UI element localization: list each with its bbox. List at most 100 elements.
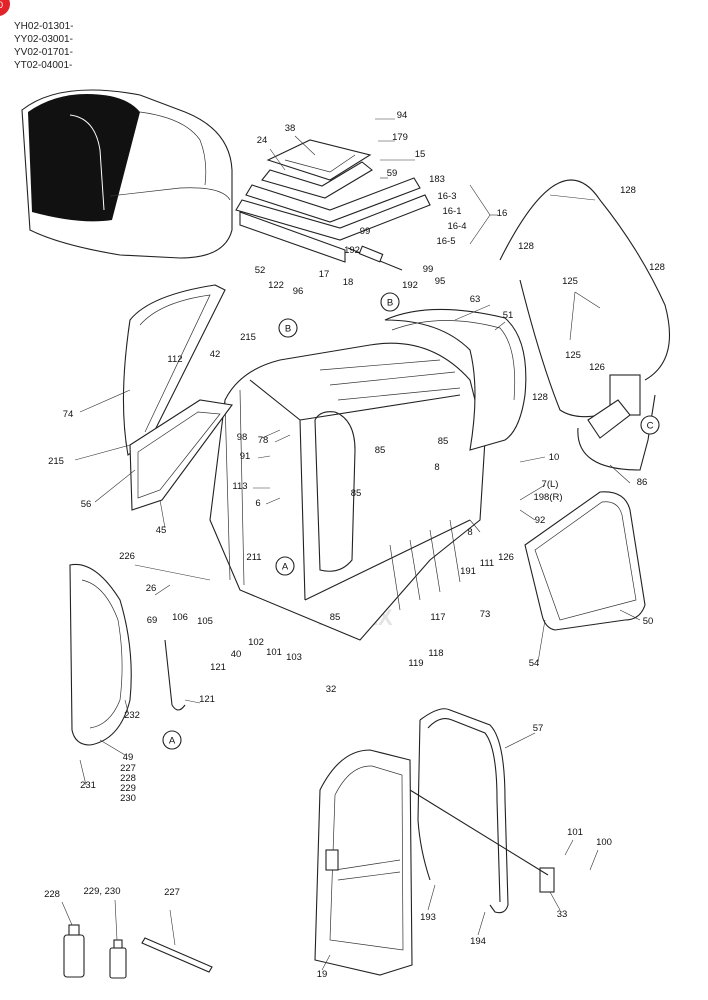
roof-window-assembly bbox=[235, 139, 431, 263]
part-callout-63: 63 bbox=[470, 294, 481, 305]
part-callout-85: 85 bbox=[330, 612, 341, 623]
part-callout-69: 69 bbox=[147, 615, 158, 626]
part-callout-24: 24 bbox=[257, 135, 268, 146]
model-code: YH02-01301- bbox=[14, 21, 73, 32]
part-callout-40: 40 bbox=[231, 649, 242, 660]
leader-lines bbox=[61, 118, 641, 971]
ref-markers bbox=[162, 292, 660, 750]
part-callout-228: 228 bbox=[44, 889, 60, 900]
cab-key-plan-icon bbox=[21, 89, 233, 259]
part-callout-215: 215 bbox=[48, 456, 64, 467]
ref-marker-a: A bbox=[282, 562, 289, 573]
cab-frame bbox=[209, 342, 486, 641]
part-callout-128: 128 bbox=[649, 262, 665, 273]
part-callout-16-3: 16-3 bbox=[437, 191, 456, 202]
part-callout-56: 56 bbox=[81, 499, 92, 510]
part-callout-94: 94 bbox=[397, 110, 408, 121]
part-callout-7-L-: 7(L) bbox=[542, 479, 559, 490]
part-callout-8: 8 bbox=[467, 527, 472, 538]
part-callout-74: 74 bbox=[63, 409, 74, 420]
part-callout-103: 103 bbox=[286, 652, 302, 663]
page-badge-text: 20 bbox=[0, 0, 3, 10]
ref-marker-b: B bbox=[285, 324, 291, 335]
part-callout-96: 96 bbox=[293, 286, 304, 297]
model-code: YV02-01701- bbox=[14, 47, 73, 58]
part-callout-51: 51 bbox=[503, 310, 514, 321]
part-callout-42: 42 bbox=[210, 349, 221, 360]
handle-part bbox=[164, 639, 186, 711]
part-callout-191: 191 bbox=[460, 566, 476, 577]
part-callout-50: 50 bbox=[643, 616, 654, 627]
part-callout-128: 128 bbox=[620, 185, 636, 196]
door-hinge-part bbox=[409, 789, 555, 893]
part-callout-16-4: 16-4 bbox=[447, 221, 466, 232]
part-callout-119: 119 bbox=[408, 658, 423, 669]
part-callout-198-R-: 198(R) bbox=[533, 492, 562, 503]
part-callout-102: 102 bbox=[248, 637, 264, 648]
part-callout-92: 92 bbox=[535, 515, 546, 526]
ref-marker-c: C bbox=[647, 421, 654, 432]
gas-spring-part bbox=[347, 245, 403, 271]
part-callout-85: 85 bbox=[438, 436, 449, 447]
ref-marker-a: A bbox=[169, 736, 176, 747]
part-callout-122: 122 bbox=[268, 280, 284, 291]
part-callout-59: 59 bbox=[387, 168, 398, 179]
part-callout-226: 226 bbox=[119, 551, 135, 562]
door-seal-part bbox=[417, 708, 509, 914]
part-callout-86: 86 bbox=[637, 477, 648, 488]
part-callout-85: 85 bbox=[375, 445, 386, 456]
part-callout-100: 100 bbox=[596, 837, 612, 848]
part-callout-121: 121 bbox=[199, 694, 215, 705]
side-window-part bbox=[524, 491, 646, 631]
part-callout-183: 183 bbox=[429, 174, 445, 185]
part-callout-106: 106 bbox=[172, 612, 188, 623]
page-badge: 20 bbox=[0, 0, 10, 16]
part-callout-231: 231 bbox=[80, 780, 96, 791]
part-callout-229-230: 229, 230 bbox=[84, 886, 121, 897]
part-callout-6: 6 bbox=[255, 498, 260, 509]
part-callout-194: 194 bbox=[470, 936, 486, 947]
part-callout-192: 192 bbox=[344, 245, 360, 256]
part-callout-128: 128 bbox=[518, 241, 534, 252]
part-callout-57: 57 bbox=[533, 723, 544, 734]
part-callout-54: 54 bbox=[529, 658, 540, 669]
part-callout-18: 18 bbox=[343, 277, 354, 288]
part-callout-128: 128 bbox=[532, 392, 548, 403]
part-callout-99: 99 bbox=[360, 226, 371, 237]
part-callout-211: 211 bbox=[246, 552, 261, 563]
part-callout-52: 52 bbox=[255, 265, 266, 276]
model-code: YY02-03001- bbox=[14, 34, 73, 45]
part-callout-99: 99 bbox=[423, 264, 434, 275]
part-callout-95: 95 bbox=[435, 276, 446, 287]
primer-can-part bbox=[109, 939, 127, 979]
part-callout-8: 8 bbox=[434, 462, 439, 473]
part-callout-85: 85 bbox=[351, 488, 362, 499]
part-callout-125: 125 bbox=[562, 276, 578, 287]
part-callout-227: 227 bbox=[164, 887, 180, 898]
part-callout-215: 215 bbox=[240, 332, 256, 343]
part-callout-38: 38 bbox=[285, 123, 296, 134]
part-callout-126: 126 bbox=[589, 362, 605, 373]
part-callout-113: 113 bbox=[232, 481, 247, 492]
part-callout-32: 32 bbox=[326, 684, 337, 695]
part-callout-232: 232 bbox=[124, 710, 140, 721]
part-callout-16-5: 16-5 bbox=[436, 236, 455, 247]
part-callout-16-1: 16-1 bbox=[442, 206, 461, 217]
cab-door-part bbox=[314, 749, 413, 976]
part-callout-118: 118 bbox=[428, 648, 443, 659]
front-window-frame-part bbox=[122, 284, 233, 511]
part-callout-228: 228 bbox=[120, 773, 136, 784]
sealing-strip-part bbox=[141, 937, 213, 973]
part-callout-227: 227 bbox=[120, 763, 136, 774]
part-callout-179: 179 bbox=[392, 132, 408, 143]
part-callout-15: 15 bbox=[415, 149, 426, 160]
part-callout-73: 73 bbox=[480, 609, 491, 620]
part-callout-19: 19 bbox=[317, 969, 328, 980]
part-callout-229: 229 bbox=[120, 783, 136, 794]
part-callout-111: 111 bbox=[480, 558, 494, 569]
part-callout-78: 78 bbox=[258, 435, 269, 446]
part-callout-10: 10 bbox=[549, 452, 560, 463]
